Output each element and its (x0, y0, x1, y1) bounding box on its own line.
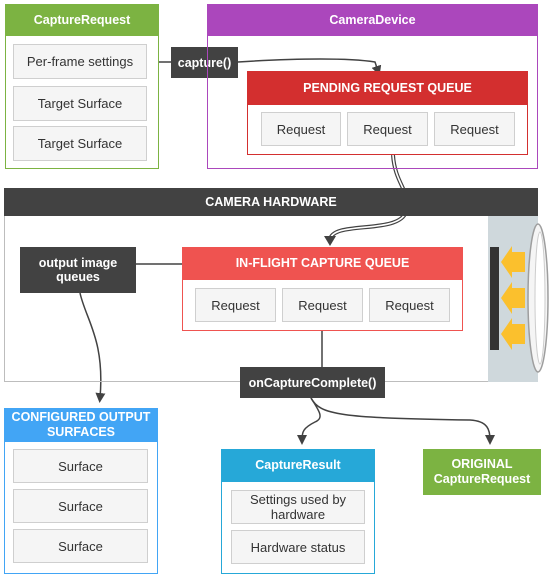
capture-request-title: CaptureRequest (5, 4, 159, 36)
pending-request-cell: Request (347, 112, 428, 146)
pending-request-queue-title: PENDING REQUEST QUEUE (247, 71, 528, 105)
inflight-capture-queue-title: IN-FLIGHT CAPTURE QUEUE (182, 247, 463, 280)
hardware-status-cell: Hardware status (231, 530, 365, 564)
complete-to-original-arrow (310, 397, 495, 445)
target-surface-cell: Target Surface (13, 86, 147, 121)
capture-to-pending-arrow (237, 58, 382, 76)
surface-cell: Surface (13, 489, 148, 523)
camera-device-title: CameraDevice (207, 4, 538, 36)
lens-arrow-icon (501, 282, 525, 314)
pending-request-cell: Request (261, 112, 341, 146)
lens-arrow-icon (501, 318, 525, 350)
lens-arrow-icon (501, 246, 525, 278)
per-frame-settings-cell: Per-frame settings (13, 44, 147, 79)
configured-output-surfaces-title: CONFIGURED OUTPUT SURFACES (4, 408, 158, 442)
output-image-queues-label: output image queues (20, 247, 136, 293)
output-to-surfaces-arrow (79, 292, 106, 403)
camera-hardware-title: CAMERA HARDWARE (4, 188, 538, 216)
settings-used-by-hardware-cell: Settings used by hardware (231, 490, 365, 524)
pending-request-cell: Request (434, 112, 515, 146)
original-capture-request-box: ORIGINAL CaptureRequest (423, 449, 541, 495)
surface-cell: Surface (13, 529, 148, 563)
inflight-request-cell: Request (195, 288, 276, 322)
complete-to-result-arrow (297, 397, 321, 445)
sensor-bar (490, 247, 499, 350)
inflight-request-cell: Request (282, 288, 363, 322)
surface-cell: Surface (13, 449, 148, 483)
on-capture-complete-label: onCaptureComplete() (240, 367, 385, 398)
capture-call-label: capture() (171, 47, 238, 78)
target-surface-cell: Target Surface (13, 126, 147, 161)
capture-result-title: CaptureResult (221, 449, 375, 482)
inflight-request-cell: Request (369, 288, 450, 322)
